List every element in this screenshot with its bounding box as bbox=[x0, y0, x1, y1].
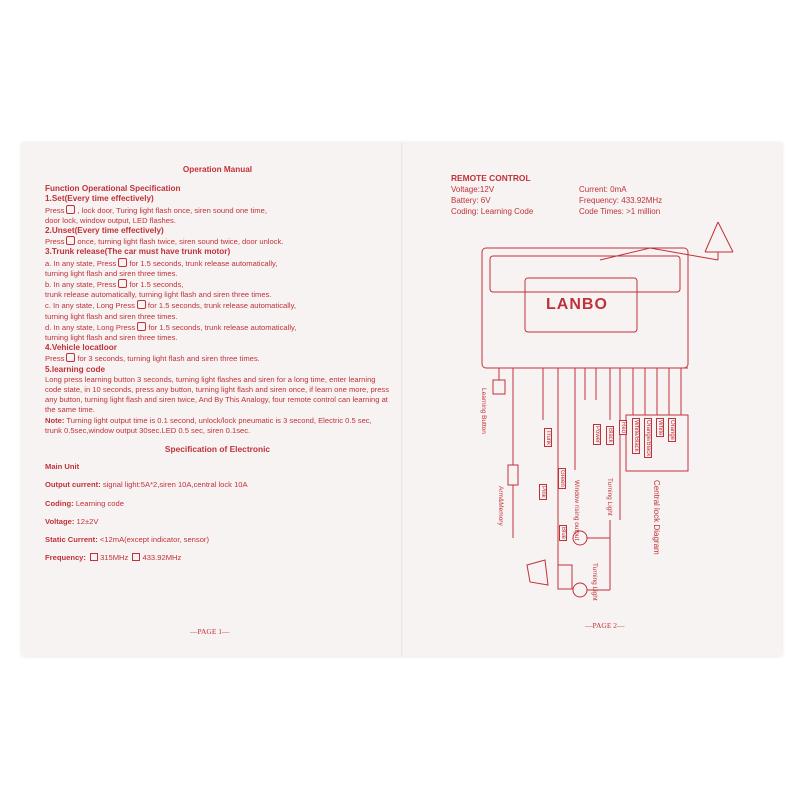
set-heading: 1.Set(Every time effectively) bbox=[45, 194, 154, 204]
rc-heading: REMOTE CONTROL bbox=[451, 173, 531, 183]
label-power: Power bbox=[593, 424, 601, 446]
learn-text: Long press learning button 3 seconds, tu… bbox=[45, 374, 390, 415]
spec-list: Main Unit Output current: signal light:5… bbox=[45, 462, 390, 563]
unset-heading: 2.Unset(Every time effectively) bbox=[45, 226, 164, 236]
trunk-d-line-2: turning light flash and siren three time… bbox=[45, 333, 178, 343]
trunk-a-line-2: turning light flash and siren three time… bbox=[45, 268, 178, 278]
lock-key-icon bbox=[66, 353, 76, 363]
learn-heading: 5.learning code bbox=[45, 364, 106, 374]
rc-right-column: Current: 0mA Frequency: 433.92MHz Code T… bbox=[579, 184, 662, 217]
remote-control-spec: REMOTE CONTROL Voltage:12V Battery: 6V C… bbox=[451, 173, 771, 217]
label-green: Green bbox=[558, 468, 566, 489]
label-white-black: White/Black bbox=[632, 418, 640, 454]
spec-heading: Specification of Electronic bbox=[164, 444, 271, 455]
label-window-output: Window rising output bbox=[573, 480, 580, 541]
label-trunk: Trunk bbox=[544, 428, 552, 448]
label-red: Red bbox=[619, 420, 627, 436]
section-heading: Function Operational Specification bbox=[45, 184, 181, 194]
spec-voltage: Voltage: 12±2V bbox=[45, 516, 99, 526]
brand-logo: LANBO bbox=[546, 296, 608, 313]
locate-heading: 4.Vehicle locatloor bbox=[45, 343, 117, 353]
note: Note: Turning light output time is 0.1 s… bbox=[45, 415, 372, 435]
rc-code-times: Code Times: >1 million bbox=[579, 207, 661, 216]
find-key-icon bbox=[137, 321, 147, 331]
unlock-key-icon bbox=[118, 279, 128, 289]
lock-key-icon bbox=[66, 204, 76, 214]
label-blue: Blue bbox=[559, 525, 567, 542]
page-1: Operation Manual Function Operational Sp… bbox=[45, 165, 390, 572]
spec-static: Static Current: <12mA(except indicator, … bbox=[45, 535, 209, 545]
checkbox-icon bbox=[132, 553, 141, 562]
main-unit: Main Unit bbox=[45, 462, 80, 472]
rc-voltage: Voltage:12V bbox=[451, 185, 495, 194]
page-1-number: —PAGE 1— bbox=[190, 627, 230, 636]
trunk-c-line-2: turning light flash and siren three time… bbox=[45, 311, 178, 321]
label-pink: Pink bbox=[539, 484, 547, 500]
trunk-b-line-2: trunk release automatically, turning lig… bbox=[45, 290, 272, 300]
set-line-1: Press, lock door, Turing light flash onc… bbox=[45, 204, 267, 215]
unlock-key-icon bbox=[66, 236, 76, 246]
page-title: Operation Manual bbox=[182, 165, 253, 174]
page-fold bbox=[401, 143, 403, 656]
spec-frequency: Frequency: 315MHz 433.92MHz bbox=[45, 553, 182, 563]
label-turning-light-2: Turning Light bbox=[591, 563, 598, 601]
label-learning-button: Learning Button bbox=[480, 388, 487, 434]
page-2-number: —PAGE 2— bbox=[585, 621, 625, 630]
trunk-key-icon bbox=[118, 257, 128, 267]
rc-battery: Battery: 6V bbox=[451, 196, 491, 205]
mute-key-icon bbox=[136, 300, 146, 310]
label-orange: Orange bbox=[668, 418, 676, 443]
label-black: Black bbox=[606, 426, 614, 445]
label-arm-memory: Arm&Memory bbox=[497, 486, 504, 526]
rc-coding: Coding: Learning Code bbox=[451, 207, 534, 216]
trunk-heading: 3.Trunk release(The car must have trunk … bbox=[45, 247, 231, 257]
spec-coding: Coding: Learning code bbox=[45, 498, 124, 508]
spec-output: Output current: signal light:5A*2,siren … bbox=[45, 480, 248, 490]
checkbox-icon bbox=[90, 553, 99, 562]
label-white: White bbox=[656, 418, 664, 438]
rc-current: Current: 0mA bbox=[579, 185, 627, 194]
label-central-lock: Central lock Diagram bbox=[652, 480, 661, 555]
label-orange-black: Orange/Black bbox=[644, 418, 652, 459]
label-turning-light-1: Turning Light bbox=[606, 478, 613, 516]
set-line-2: door lock, window output, LED flashes. bbox=[45, 215, 176, 225]
rc-frequency: Frequency: 433.92MHz bbox=[579, 196, 663, 205]
